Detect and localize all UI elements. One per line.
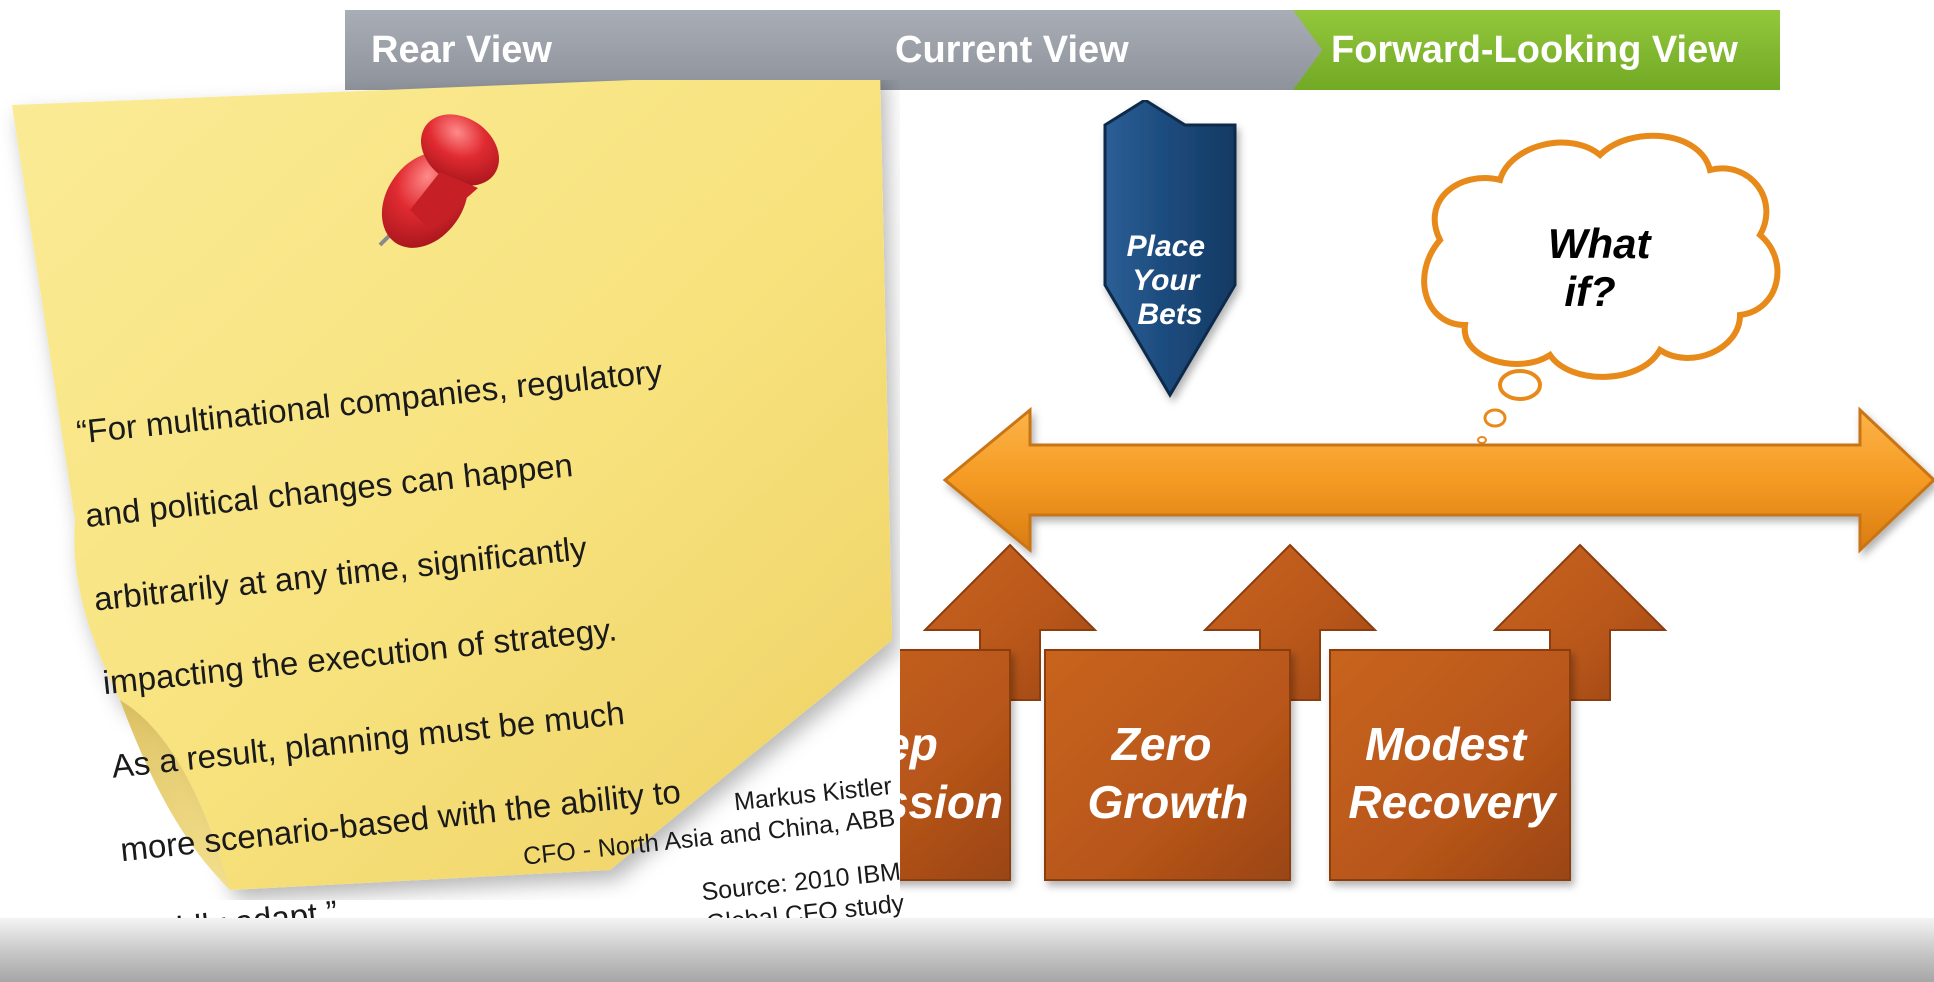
svg-text:Modest Recovery: Modest Recovery [1348, 718, 1558, 828]
scenario-label: Modest [1365, 718, 1528, 770]
what-if-thought-bubble: What if? [1421, 132, 1781, 444]
svg-text:Deep Recession: Deep Recession [900, 718, 1003, 828]
scenario-deep-recession: Deep Recession [900, 543, 1098, 881]
scenario-label: Recovery [1348, 776, 1558, 828]
scenario-box [900, 649, 1011, 881]
svg-text:Zero Growth: Zero Growth [1088, 718, 1249, 828]
what-if-line: if? [1564, 268, 1615, 315]
scenario-modest-recovery: Modest Recovery [1329, 543, 1668, 881]
place-your-bets-marker: Place Your Bets [1103, 100, 1237, 398]
bet-line: Bets [1137, 298, 1202, 331]
what-if-line: What [1548, 220, 1653, 267]
cloud-shape [1421, 132, 1781, 380]
scenario-diagram: Place Your Bets What if? Deep Recession [900, 100, 1934, 881]
bubble-dot-large [1498, 369, 1542, 401]
scenario-box [1329, 649, 1571, 881]
tab-forward-looking-view: Forward-Looking View [1293, 10, 1780, 90]
bet-marker-shape [1103, 100, 1237, 398]
scenario-label: Growth [1088, 776, 1249, 828]
bubble-dot-medium [1483, 408, 1507, 428]
tab-rear-view: Rear View [345, 10, 867, 90]
pushpin-icon [378, 114, 499, 248]
view-tab-bar: Rear View Current View Forward-Looking V… [345, 10, 1780, 90]
svg-text:Place Your Bet: Place Your Bets [1127, 230, 1214, 331]
scenario-zero-growth: Zero Growth [1044, 543, 1378, 881]
scenario-box [1044, 649, 1291, 881]
sticky-note: “For multinational companies, regulatory… [0, 80, 905, 952]
bottom-shadow-band [0, 918, 1934, 982]
bet-line: Place [1127, 230, 1205, 263]
scenario-up-arrow [1492, 543, 1668, 701]
scenario-range-arrow [942, 406, 1934, 554]
bubble-dot-small [1477, 436, 1487, 444]
scenario-label: Recession [900, 776, 1003, 828]
sticky-note-paper [12, 80, 892, 890]
note-body [12, 80, 892, 890]
bet-line: Your [1132, 264, 1202, 297]
svg-text:What if?: What if? [1548, 220, 1662, 315]
scenario-label: Zero [1110, 718, 1212, 770]
tab-current-view: Current View [835, 10, 1347, 90]
note-curl [120, 700, 230, 890]
scenario-label: Deep [900, 718, 938, 770]
